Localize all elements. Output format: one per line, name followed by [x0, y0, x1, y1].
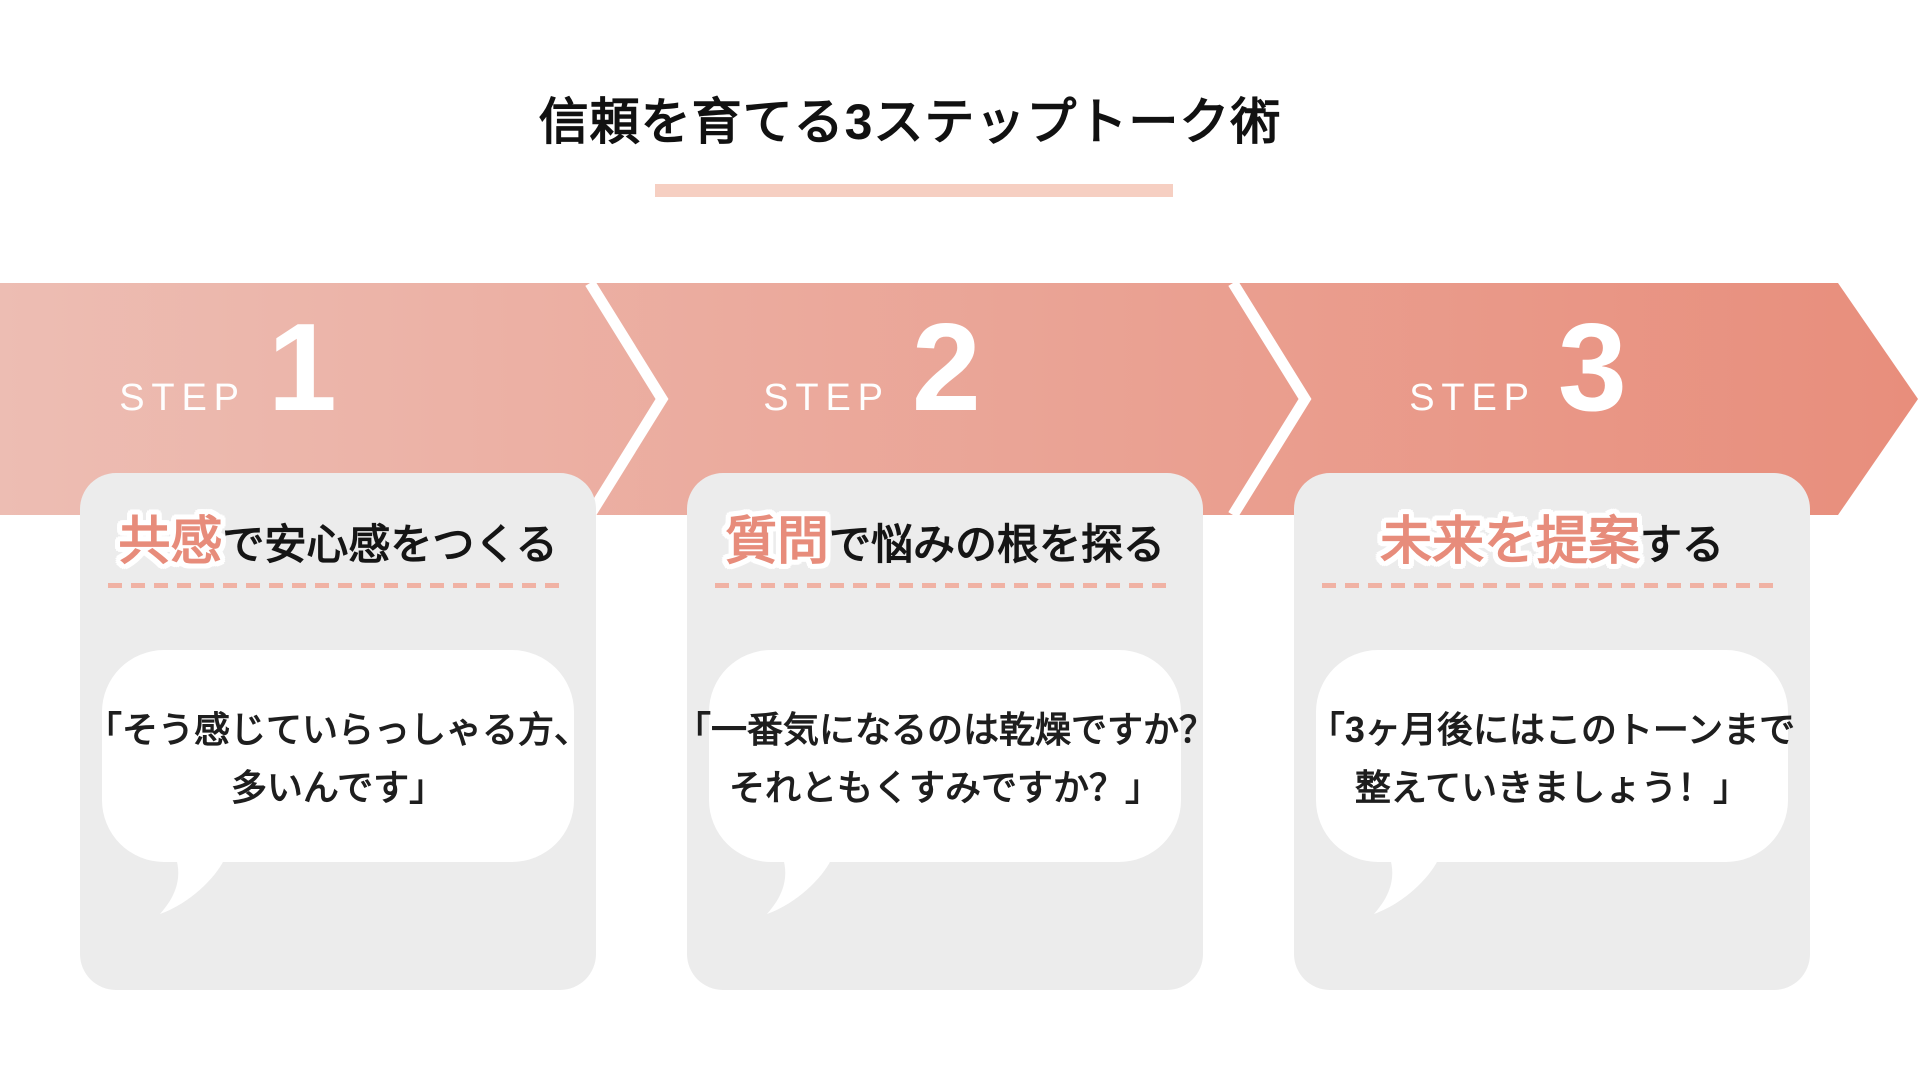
divider-chevron-1-icon: [585, 283, 669, 515]
step-1-bubble-line1: 「そう感じていらっしゃる方、: [86, 709, 591, 750]
step-3-bubble-line1: 「3ヶ月後にはこのトーンまで: [1308, 709, 1796, 750]
step-1-dashed-divider: [108, 583, 568, 588]
step-1-bubble-line2: 多いんです」: [230, 767, 446, 808]
step-3-dashed-divider: [1322, 583, 1782, 588]
step-2-bubble-line2: それともくすみですか？」: [728, 767, 1161, 808]
step-2-heading: 質問で悩みの根を探る: [687, 499, 1203, 574]
step-3-card: 未来を提案する 「3ヶ月後にはこのトーンまで 整えていきましょう！」: [1294, 473, 1810, 990]
step-2-speech-bubble: 「一番気になるのは乾燥ですか？ それともくすみですか？」: [675, 650, 1215, 862]
step-3-bubble-tail-icon: [1374, 858, 1438, 914]
step-3-heading-accent: 未来を提案: [1379, 513, 1640, 571]
step-1-label: STEP 1: [119, 299, 337, 437]
step-1-card: 共感で安心感をつくる 「そう感じていらっしゃる方、 多いんです」: [80, 473, 596, 990]
step-3-number: 3: [1557, 299, 1627, 437]
step-3-word: STEP: [1409, 377, 1536, 419]
step-1-number: 1: [267, 299, 337, 437]
step-3-speech-bubble: 「3ヶ月後にはこのトーンまで 整えていきましょう！」: [1309, 650, 1795, 862]
step-1-heading-accent: 共感: [118, 513, 223, 571]
step-arrow-banner: STEP 1 STEP 2 STEP 3: [0, 283, 1920, 515]
step-2-word: STEP: [763, 377, 890, 419]
banner-arrow-shape: [0, 283, 1918, 515]
step-1-heading: 共感で安心感をつくる: [80, 499, 596, 574]
step-3-heading: 未来を提案する: [1294, 499, 1810, 574]
step-2-card: 質問で悩みの根を探る 「一番気になるのは乾燥ですか？ それともくすみですか？」: [675, 473, 1215, 990]
step-1-bubble-tail-icon: [160, 858, 224, 914]
step-1-word: STEP: [119, 377, 246, 419]
step-2-heading-rest: で悩みの根を探る: [829, 521, 1166, 568]
banner-arrow-body: [0, 283, 1918, 515]
step-3-label: STEP 3: [1409, 299, 1627, 437]
step-2-label: STEP 2: [763, 299, 981, 437]
divider-chevron-2-icon: [1228, 283, 1312, 515]
step-2-dashed-divider: [715, 583, 1175, 588]
step-2-heading-accent: 質問: [724, 513, 829, 571]
step-3-bubble-line2: 整えていきましょう！」: [1354, 767, 1750, 808]
step-2-bubble-line1: 「一番気になるのは乾燥ですか？: [675, 709, 1216, 750]
page-title: 信頼を育てる3ステップトーク術: [538, 94, 1282, 150]
step-1-heading-rest: で安心感をつくる: [222, 521, 558, 568]
step-2-number: 2: [911, 299, 981, 437]
step-3-heading-rest: する: [1640, 521, 1725, 568]
step-1-speech-bubble: 「そう感じていらっしゃる方、 多いんです」: [86, 650, 590, 862]
step-2-bubble-tail-icon: [767, 858, 831, 914]
title-underline: [655, 184, 1173, 197]
